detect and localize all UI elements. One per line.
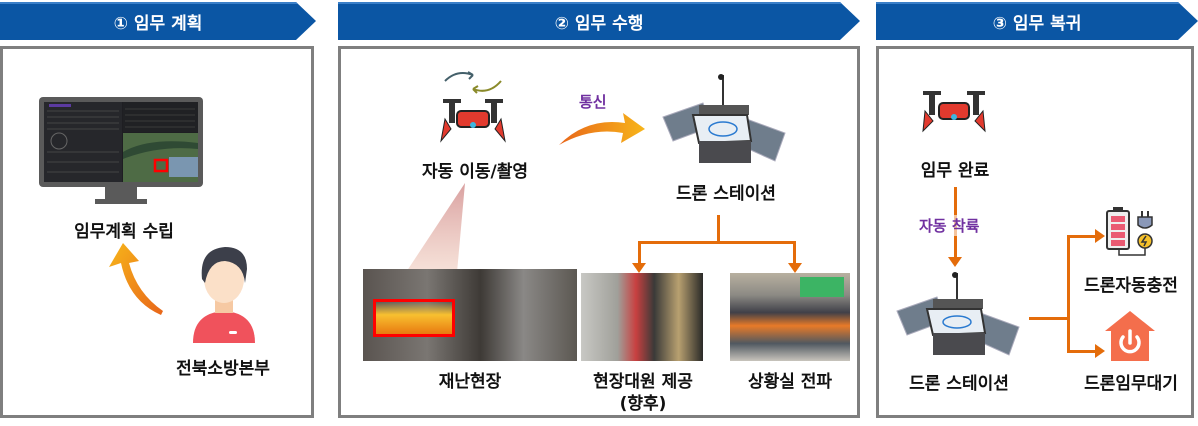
firefighters-photo (581, 273, 703, 361)
drone-icon (922, 91, 986, 133)
situation-room-photo (730, 273, 850, 361)
connector-line (1067, 350, 1097, 353)
drone-caption: 자동 이동/촬영 (422, 162, 528, 182)
person-caption: 전북소방본부 (176, 359, 270, 379)
connector-line (638, 241, 641, 265)
camera-beam (391, 183, 465, 295)
disaster-scene-photo (363, 269, 577, 361)
video-wall (800, 277, 844, 297)
drone-station-icon (662, 74, 786, 163)
station-caption: 드론 스테이션 (676, 184, 776, 204)
drone-icon (440, 71, 506, 143)
battery-charging-icon (1106, 207, 1153, 256)
person-icon (193, 247, 255, 343)
comm-arrow-icon (559, 113, 645, 145)
station-caption: 드론 스테이션 (909, 374, 1009, 394)
monitor-icon (39, 97, 203, 204)
connector-line (1067, 235, 1070, 353)
stage-title: ③ 임무 복귀 (992, 13, 1082, 34)
arrow-right-icon (1095, 344, 1105, 358)
panel-return: 임무 완료 자동 착륙 드론 스테이션 드론자동충전 드 (876, 46, 1194, 418)
connector-line (1067, 235, 1097, 238)
connector-line (1029, 317, 1069, 320)
arrow-right-icon (1095, 229, 1105, 243)
stage-banner-execute: ② 임무 수행 (338, 2, 860, 40)
arrow-down-icon (788, 263, 802, 273)
photo-caption-note: (향후) (619, 394, 667, 414)
connector-line (638, 241, 796, 244)
connector-line (717, 215, 720, 243)
drone-station-icon (896, 272, 1020, 356)
arrow-down-icon (632, 263, 646, 273)
photo-caption: 상황실 전파 (747, 372, 833, 392)
fire-highlight-box (373, 299, 455, 337)
auto-landing-label: 자동 착륙 (919, 215, 980, 236)
home-power-icon (1105, 311, 1155, 361)
photo-caption: 재난현장 (438, 372, 502, 392)
curved-arrow-icon (109, 243, 163, 315)
standby-caption: 드론임무대기 (1084, 374, 1178, 394)
stage-banner-return: ③ 임무 복귀 (876, 2, 1198, 40)
stage-title: ① 임무 계획 (113, 13, 203, 34)
stage-title: ② 임무 수행 (554, 13, 644, 34)
arrow-down-icon (948, 257, 962, 267)
stage-banner-plan: ① 임무 계획 (0, 2, 316, 40)
connector-line (793, 241, 796, 265)
panel-execute: 자동 이동/촬영 통신 드론 스테이션 재난현장 현장대원 제공 (향후) 상황… (338, 46, 860, 418)
photo-caption: 현장대원 제공 (593, 372, 693, 392)
auto-charge-caption: 드론자동충전 (1084, 276, 1178, 296)
mission-complete-caption: 임무 완료 (920, 161, 990, 181)
comm-label: 통신 (579, 93, 607, 111)
panel-plan: 임무계획 수립 전북소방본부 (0, 46, 314, 418)
monitor-caption: 임무계획 수립 (74, 222, 174, 242)
